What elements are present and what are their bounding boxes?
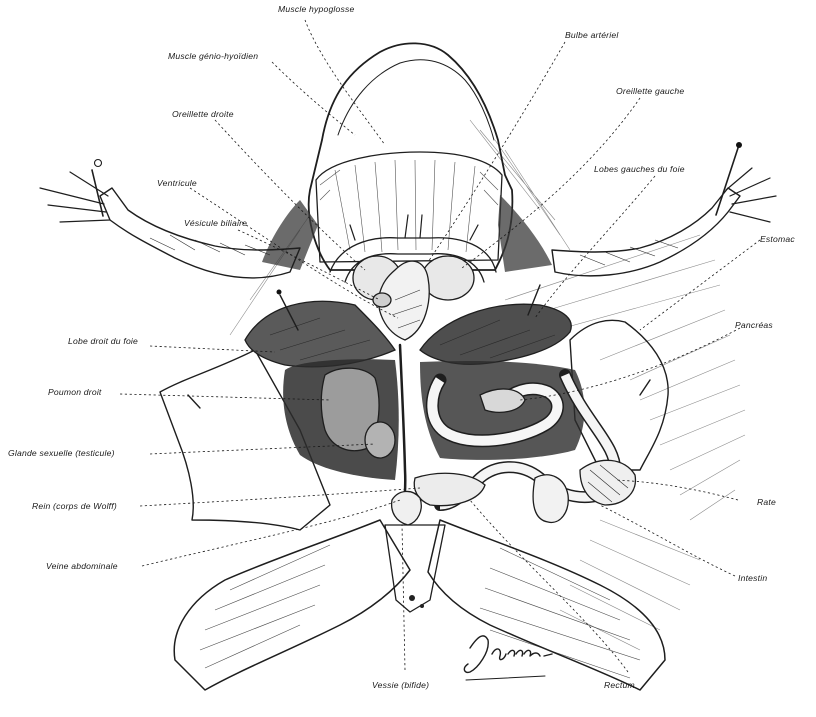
frog-body	[40, 43, 776, 690]
label-vessie: Vessie (bifide)	[372, 680, 429, 690]
label-estomac: Estomac	[760, 234, 795, 244]
leader-veine-abdominale	[142, 500, 400, 566]
label-rein: Rein (corps de Wolff)	[32, 501, 117, 511]
label-lobes-gauches-du-foie: Lobes gauches du foie	[594, 164, 685, 174]
label-rectum: Rectum	[604, 680, 635, 690]
label-oreillette-gauche: Oreillette gauche	[616, 86, 684, 96]
label-bulbe-arteriel: Bulbe artériel	[565, 30, 619, 40]
leader-lobes-gauches-du-foie	[535, 176, 655, 318]
artist-signature	[464, 636, 552, 680]
leader-rein	[140, 488, 420, 506]
leader-vessie	[402, 525, 405, 670]
label-veine-abdominale: Veine abdominale	[46, 561, 118, 571]
leader-estomac	[640, 240, 760, 330]
leader-rectum	[470, 500, 628, 672]
label-oreillette-droite: Oreillette droite	[172, 109, 234, 119]
label-poumon-droit: Poumon droit	[48, 387, 102, 397]
label-muscle-genio-hyoidien: Muscle génio-hyoïdien	[168, 51, 258, 61]
labels: Muscle hypoglosse Bulbe artériel Muscle …	[8, 4, 795, 690]
leader-bulbe-arteriel	[428, 42, 565, 262]
label-intestin: Intestin	[738, 573, 767, 583]
label-lobe-droit-du-foie: Lobe droit du foie	[68, 336, 138, 346]
label-glande-sexuelle: Glande sexuelle (testicule)	[8, 448, 115, 458]
label-muscle-hypoglosse: Muscle hypoglosse	[278, 4, 355, 14]
label-ventricule: Ventricule	[157, 178, 197, 188]
label-vesicule-biliaire: Vésicule biliaire	[184, 218, 247, 228]
label-pancreas: Pancréas	[735, 320, 773, 330]
leader-intestin	[600, 505, 735, 576]
label-rate: Rate	[757, 497, 776, 507]
